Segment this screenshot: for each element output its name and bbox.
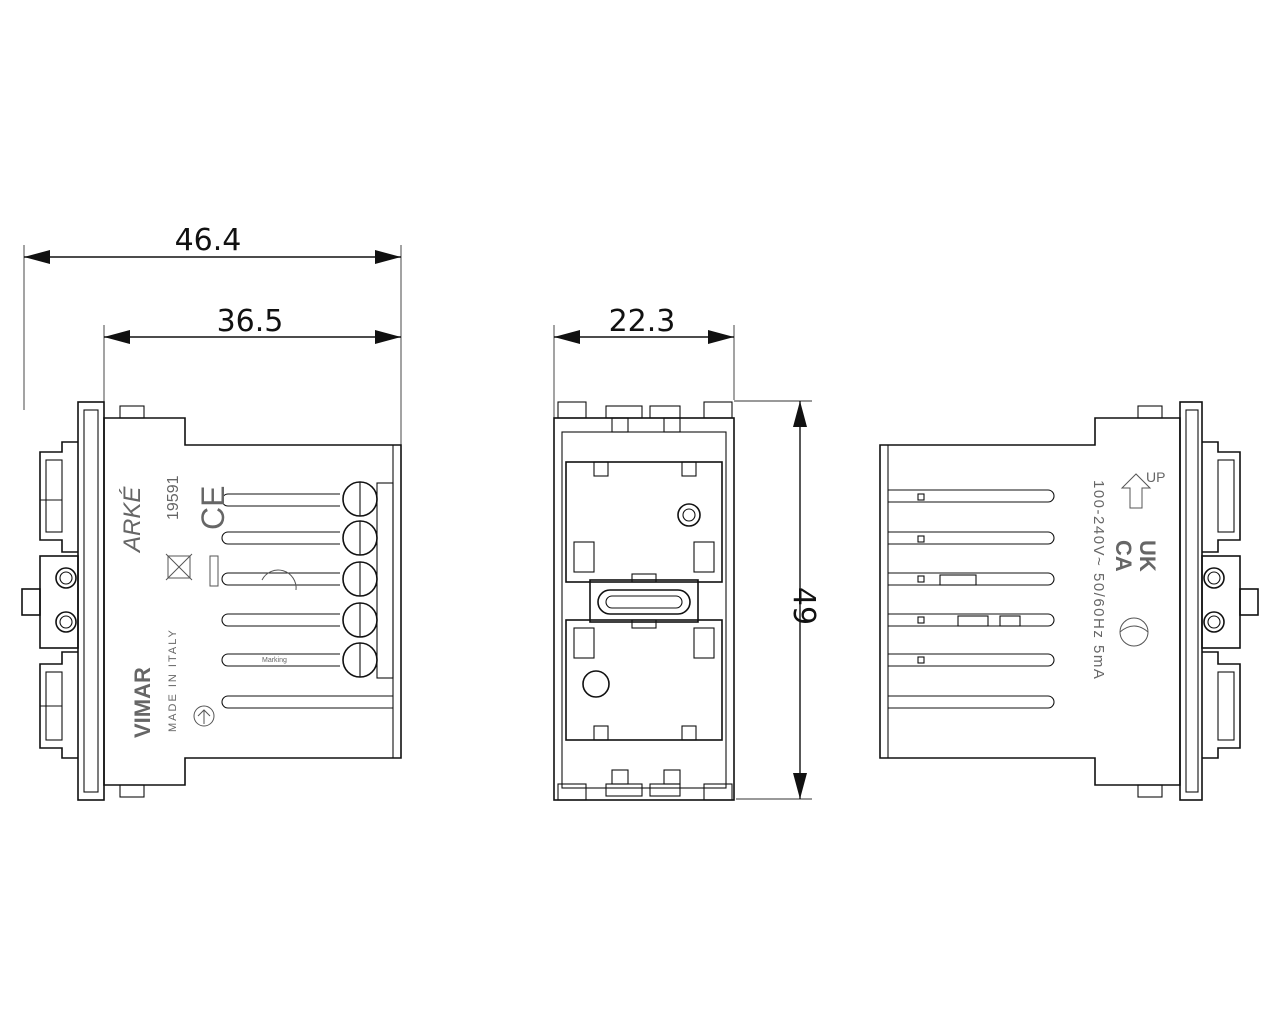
button-marker-icon: [582, 670, 610, 698]
ukca-bottom-marking: CA: [1111, 540, 1136, 572]
dimension-width: 22.3: [553, 304, 735, 420]
class-ii-icon: [1119, 617, 1149, 647]
code-marking: 19591: [165, 475, 182, 520]
terminal-screws: [342, 481, 394, 679]
approval-mark-icon: [193, 705, 215, 727]
up-arrow-icon: [1120, 473, 1152, 509]
rating-marking: 100-240V~ 50/60Hz 5mA: [1090, 480, 1107, 680]
right-side-view: UP UK CA 100-240V~ 50/60Hz 5mA: [879, 401, 1259, 801]
body-depth-label: 36.5: [217, 304, 284, 339]
height-label: 49: [786, 587, 821, 625]
left-side-view: ARKÉ 19591 CE VIMAR MADE IN ITALY Markin…: [21, 401, 402, 801]
small-label-marking: Marking: [262, 657, 287, 664]
series-marking: ARKÉ: [119, 486, 146, 554]
ukca-top-marking: UK: [1135, 540, 1160, 572]
led-indicator-icon: [677, 503, 701, 527]
overall-depth-label: 46.4: [175, 223, 242, 258]
width-label: 22.3: [609, 304, 676, 339]
weee-bin-icon: [165, 553, 193, 581]
front-view: [553, 401, 735, 801]
brand-marking: VIMAR: [130, 667, 155, 738]
ce-marking: CE: [195, 486, 231, 530]
origin-marking: MADE IN ITALY: [167, 628, 179, 732]
class-bar-icon: [209, 555, 219, 587]
dimension-overall-depth: 46.4: [23, 223, 402, 445]
dimension-body-depth: 36.5: [103, 304, 401, 405]
dimension-height: 49: [734, 400, 821, 800]
up-marking: UP: [1146, 469, 1165, 485]
